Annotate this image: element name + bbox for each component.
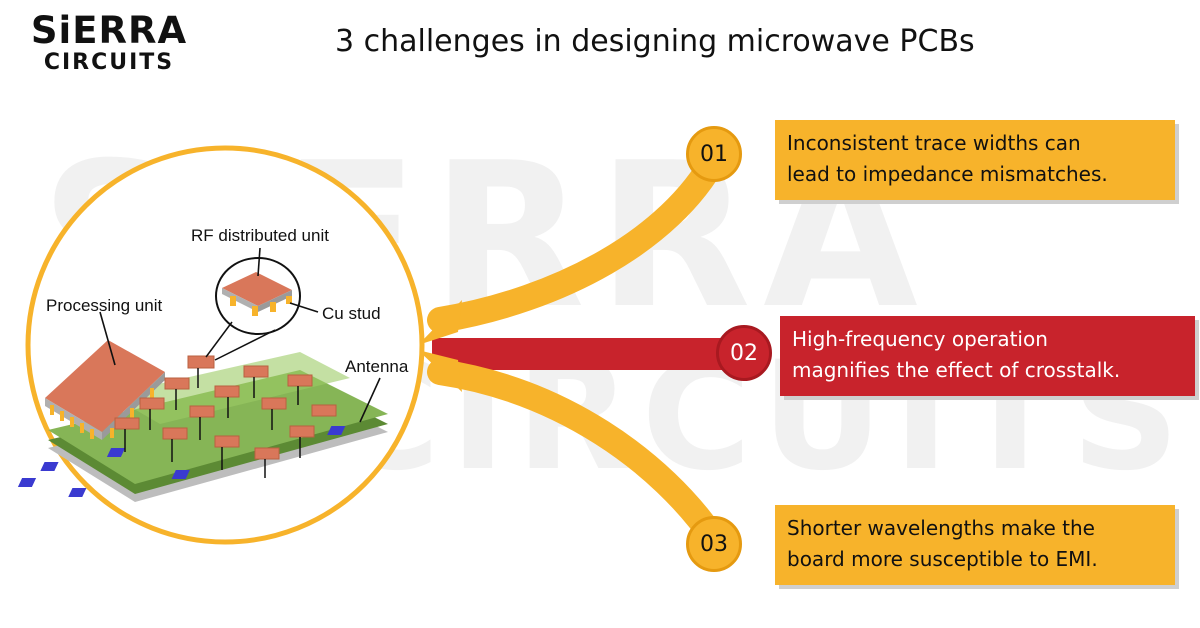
challenge-02-badge: 02 [716,325,772,381]
antenna-label: Antenna [345,357,409,376]
challenge-03-line-2: board more susceptible to EMI. [787,547,1098,571]
arrow-01 [427,145,728,333]
page-title: 3 challenges in designing microwave PCBs [335,24,975,59]
challenge-01-badge: 01 [686,126,742,182]
arrow-head-01 [418,300,462,345]
arrow-03 [427,359,728,553]
rf-zoom-line-right [214,329,276,361]
arrow-02 [432,338,732,370]
challenge-03-badge: 03 [686,516,742,572]
rf-zoom-chip [222,272,292,316]
rf-zoom-line-left [205,321,233,358]
challenge-01-box: Inconsistent trace widths can lead to im… [775,120,1175,200]
rf-distributed-unit-label: RF distributed unit [191,226,329,245]
challenge-03-line-1: Shorter wavelengths make the [787,516,1095,540]
logo-line-1: SiERRA [30,9,188,52]
rf-units [114,355,337,478]
label-leaders [99,247,381,423]
challenge-03-box: Shorter wavelengths make the board more … [775,505,1175,585]
challenge-02-line-1: High-frequency operation [792,327,1048,351]
challenge-01-line-1: Inconsistent trace widths can [787,131,1081,155]
challenge-02-box: High-frequency operation magnifies the e… [780,316,1195,396]
cu-stud-label: Cu stud [322,304,381,323]
challenge-02-line-2: magnifies the effect of crosstalk. [792,358,1121,382]
pcb-callout-circle [25,145,425,545]
antenna-pads [17,426,346,497]
logo-line-2: CIRCUITS [43,50,175,75]
challenge-01-line-2: lead to impedance mismatches. [787,162,1108,186]
arrow-head-03 [418,350,462,392]
processing-unit-label: Processing unit [46,296,163,315]
sierra-circuits-logo: SiERRA CIRCUITS [14,12,204,76]
